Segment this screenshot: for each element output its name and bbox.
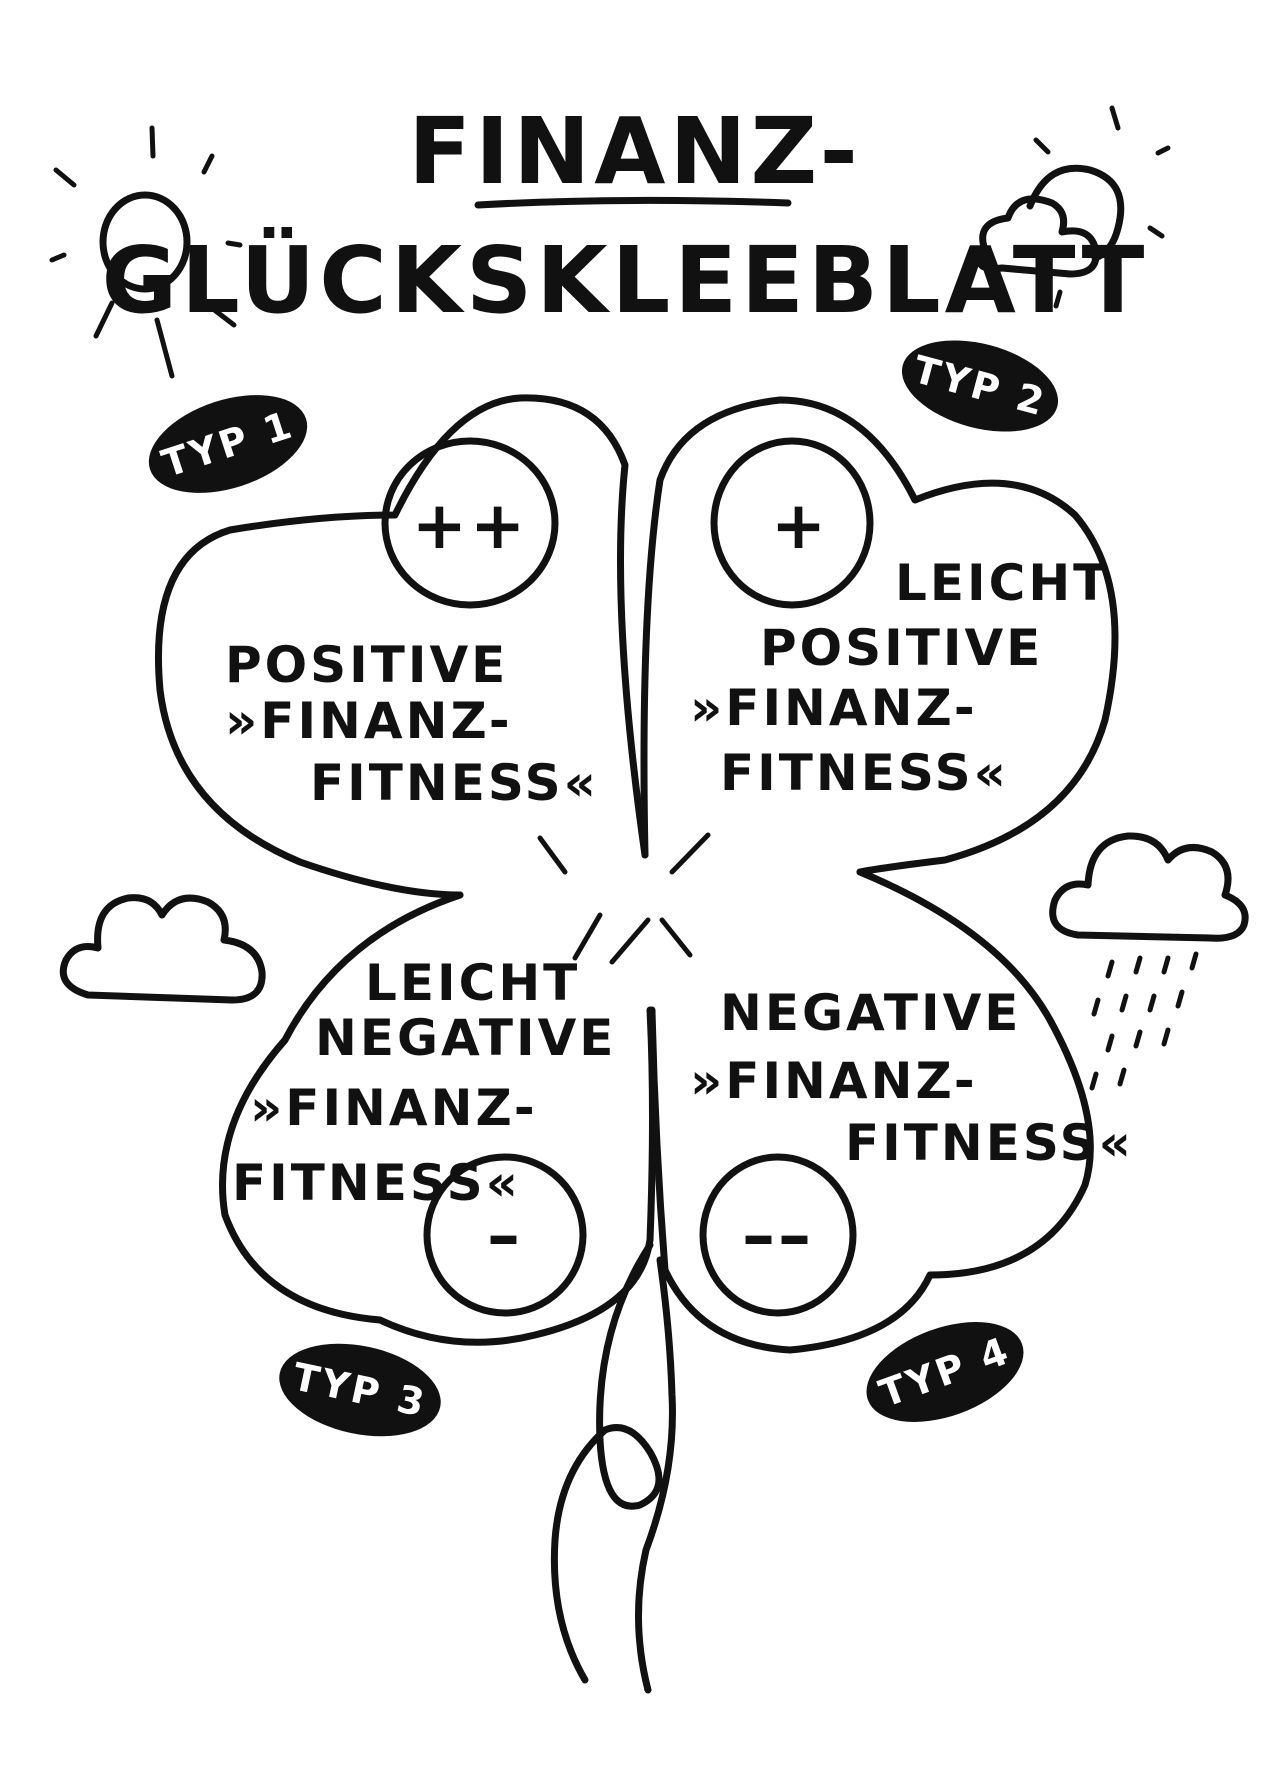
leaf-4-line-1: NEGATIVE bbox=[720, 984, 1021, 1042]
title-underline bbox=[474, 196, 792, 209]
leaf-3-outline bbox=[219, 891, 656, 1346]
leaf-4-outline bbox=[648, 868, 1094, 1354]
leaf-type-3: LEICHT NEGATIVE »FINANZ- FITNESS« – bbox=[232, 954, 616, 1317]
title-line-1: FINANZ- bbox=[408, 98, 862, 205]
rating-sign-2: + bbox=[771, 487, 829, 564]
rating-circle-4 bbox=[699, 1153, 857, 1317]
rating-sign-3: – bbox=[487, 1197, 523, 1274]
leaf-type-1: ++ POSITIVE »FINANZ- FITNESS« bbox=[225, 437, 599, 812]
sun-icon bbox=[49, 125, 243, 379]
leaf-4-line-3: FITNESS« bbox=[845, 1114, 1134, 1172]
rating-circle-1 bbox=[381, 437, 559, 609]
leaf-type-4: NEGATIVE »FINANZ- FITNESS« –– bbox=[690, 984, 1134, 1317]
leaf-3-line-2: NEGATIVE bbox=[315, 1009, 616, 1067]
rating-circle-2 bbox=[710, 437, 874, 609]
rating-sign-4: –– bbox=[742, 1197, 814, 1274]
type-badge-1: TYP 1 bbox=[148, 395, 308, 493]
stem bbox=[550, 1241, 663, 1684]
rain-drops bbox=[1089, 951, 1199, 1091]
leaf-1-line-1: POSITIVE bbox=[225, 636, 508, 694]
title-line-2: GLÜCKSKLEEBLATT bbox=[102, 225, 1149, 334]
clover-shape bbox=[154, 394, 1119, 1694]
center-strokes bbox=[537, 832, 711, 965]
leaf-3-line-1: LEICHT bbox=[365, 954, 580, 1012]
leaf-1-line-2: »FINANZ- bbox=[225, 692, 513, 750]
leaf-2-line-3: »FINANZ- bbox=[690, 679, 978, 737]
leaf-1-line-3: FITNESS« bbox=[310, 754, 599, 812]
type-badge-3: TYP 3 bbox=[279, 1343, 441, 1437]
cloud-icon bbox=[59, 894, 266, 1004]
leaf-2-outline bbox=[640, 396, 1119, 876]
leaf-3-line-3: »FINANZ- bbox=[250, 1079, 538, 1137]
title-block: FINANZ- GLÜCKSKLEEBLATT bbox=[102, 98, 1149, 334]
rating-circle-3 bbox=[423, 1153, 587, 1317]
leaf-type-2: + LEICHT POSITIVE »FINANZ- FITNESS« bbox=[690, 437, 1110, 802]
leaf-1-outline bbox=[154, 394, 649, 899]
rating-sign-1: ++ bbox=[412, 487, 529, 564]
leaf-4-line-2: »FINANZ- bbox=[690, 1052, 978, 1110]
leaf-2-line-4: FITNESS« bbox=[720, 744, 1009, 802]
stem-back bbox=[635, 1256, 676, 1694]
leaf-2-line-2: POSITIVE bbox=[760, 619, 1043, 677]
sun-behind-cloud-icon bbox=[976, 105, 1171, 309]
type-badge-2: TYP 2 bbox=[901, 340, 1059, 432]
leaf-2-line-1: LEICHT bbox=[895, 554, 1110, 612]
rain-cloud-icon bbox=[1049, 832, 1249, 1091]
